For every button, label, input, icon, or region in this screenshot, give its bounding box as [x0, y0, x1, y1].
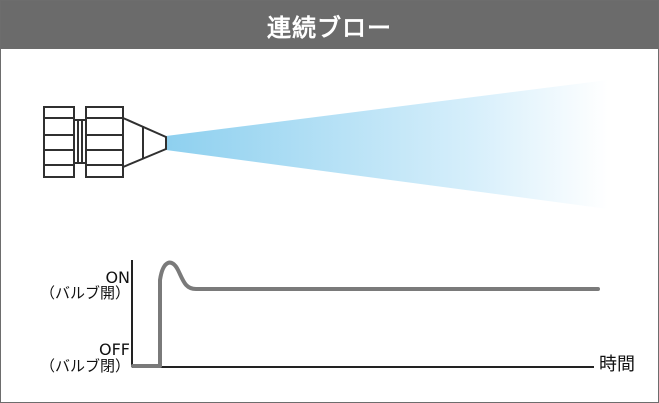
page-title: 連続ブロー [1, 1, 658, 49]
nozzle-connector [73, 119, 87, 164]
off-valve-closed-label: （バルブ閉） [39, 357, 130, 375]
time-label: 時間 [599, 354, 635, 375]
timing-axes [131, 260, 594, 368]
on-label: ON [105, 268, 130, 287]
on-valve-open-label: （バルブ開） [39, 284, 130, 302]
nozzle-illustration [43, 106, 167, 178]
off-label: OFF [99, 340, 130, 359]
nozzle-tip [122, 116, 167, 169]
spray-cone [166, 80, 608, 209]
valve-signal-line [131, 260, 600, 368]
